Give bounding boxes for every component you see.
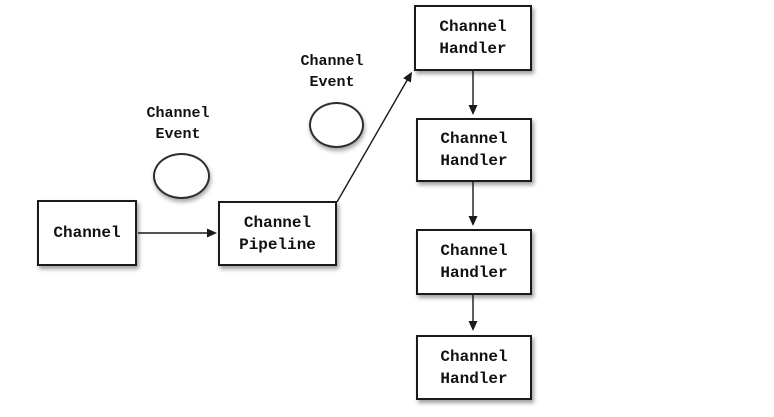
- label-channel-event-1: Channel Event: [108, 103, 248, 145]
- label-channel-event-2: Channel Event: [262, 51, 402, 93]
- ellipse-channel-event-2: [309, 102, 364, 148]
- node-channel-handler-2-line1: Channel: [440, 130, 508, 148]
- node-channel: Channel: [37, 200, 137, 266]
- node-channel-handler-3-line1: Channel: [440, 242, 508, 260]
- node-channel-handler-4-line2: Handler: [440, 369, 508, 388]
- node-channel-label: Channel: [53, 224, 121, 242]
- node-channel-pipeline-line2: Pipeline: [239, 235, 316, 254]
- node-channel-handler-1: Channel Handler: [414, 5, 532, 71]
- node-channel-handler-2-line2: Handler: [440, 152, 508, 170]
- node-channel-pipeline-line1: Channel: [243, 213, 312, 232]
- label-channel-event-2-line1: Channel: [300, 53, 364, 70]
- label-channel-event-1-line1: Channel: [146, 105, 210, 122]
- node-channel-handler-1-line2: Handler: [439, 40, 507, 58]
- label-channel-event-2-line2: Event: [309, 74, 355, 91]
- arrow-pipeline-to-handler-1: [336, 71, 412, 203]
- node-channel-handler-4-line1: Channel: [440, 347, 508, 366]
- node-channel-handler-3-line2: Handler: [440, 264, 508, 282]
- label-channel-event-1-line2: Event: [155, 126, 201, 143]
- ellipse-channel-event-1: [153, 153, 210, 199]
- node-channel-handler-3: Channel Handler: [416, 229, 532, 295]
- node-channel-handler-1-line1: Channel: [439, 18, 507, 36]
- node-channel-handler-4: Channel Handler: [416, 335, 532, 400]
- node-channel-pipeline: Channel Pipeline: [218, 201, 337, 266]
- node-channel-handler-2: Channel Handler: [416, 118, 532, 182]
